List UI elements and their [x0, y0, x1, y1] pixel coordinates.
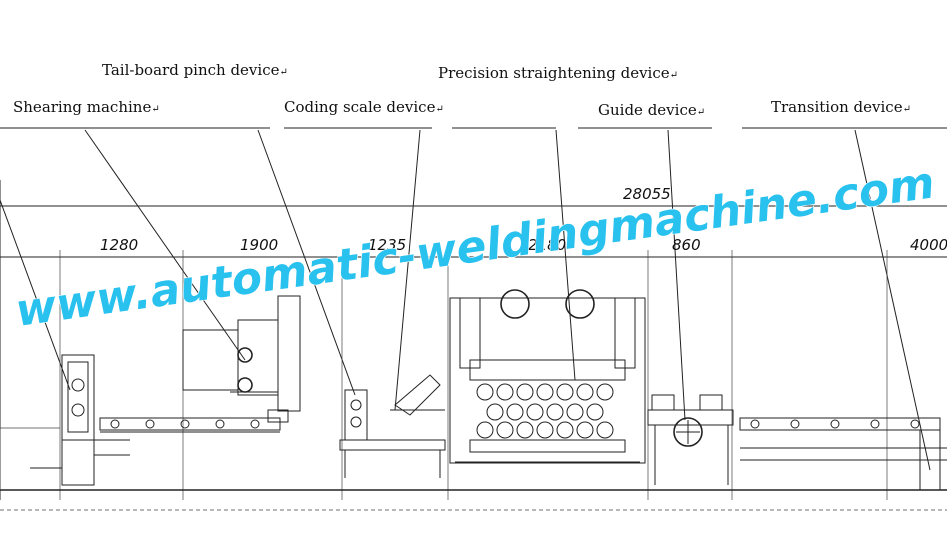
dim-2180: 2180 [528, 236, 566, 254]
label-shearing-machine: Shearing machine↵ [13, 98, 160, 116]
dim-1900: 1900 [240, 236, 278, 254]
label-guide-device: Guide device↵ [598, 101, 705, 119]
coding-scale-device [339, 374, 446, 478]
leader-lines [0, 129, 931, 471]
dim-1280: 1280 [100, 236, 138, 254]
label-coding-scale-device: Coding scale device↵ [284, 98, 444, 116]
dim-4000: 4000 [910, 236, 947, 254]
transition-roller-table [739, 417, 947, 490]
dim-total: 28055 [623, 185, 671, 203]
watermark-url: www.automatic-weldingmachine.com [12, 157, 937, 337]
dim-860: 860 [672, 236, 701, 254]
guide-device [647, 394, 734, 485]
label-precision-straightening-device: Precision straightening device↵ [438, 64, 678, 82]
ground [0, 427, 947, 511]
dimension-values: 28055 1280 1900 1235 2180 860 4000 [100, 185, 947, 254]
shearing-machine [182, 295, 301, 423]
pinch-unit-left [30, 354, 130, 486]
label-transition-device: Transition device↵ [771, 98, 911, 116]
label-tail-board-pinch-device: Tail-board pinch device↵ [102, 61, 288, 79]
dim-1235: 1235 [368, 236, 406, 254]
straightening-device [449, 289, 646, 464]
callout-labels: Tail-board pinch device↵ Precision strai… [13, 61, 911, 119]
roller-table-1 [99, 417, 281, 433]
